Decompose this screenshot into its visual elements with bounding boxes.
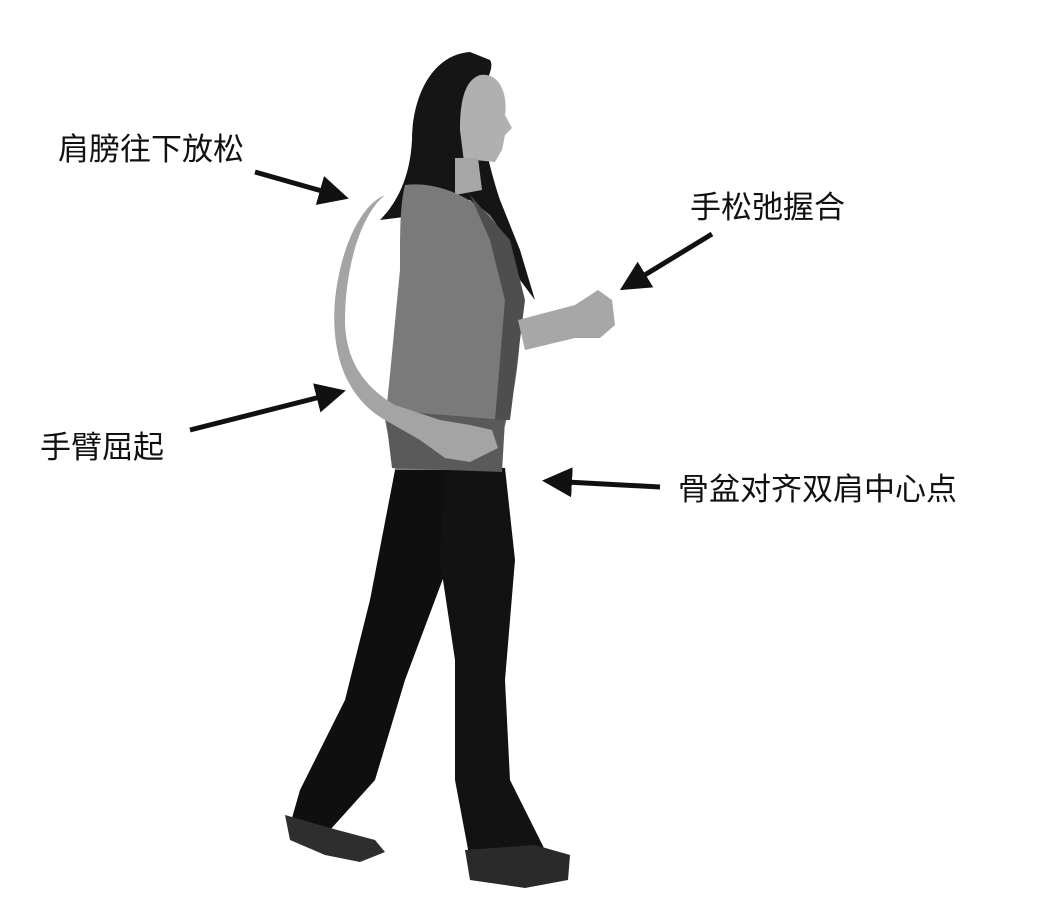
label-pelvis-aligned: 骨盆对齐双肩中心点 (678, 472, 957, 508)
arrow-arms (189, 383, 346, 433)
tank-top (385, 184, 521, 470)
label-hands-loosely-closed: 手松弛握合 (690, 190, 845, 226)
arrow-pelvis (542, 467, 661, 498)
neck (455, 158, 482, 195)
back-leg (290, 470, 455, 830)
face (460, 74, 512, 170)
back-shoe-icon (285, 815, 385, 862)
arrow-shoulders (254, 169, 349, 205)
near-arm (334, 195, 498, 462)
arrow-hands (619, 231, 714, 291)
front-shoe-icon (465, 845, 570, 888)
top-side-panel (470, 195, 525, 420)
front-leg (440, 465, 545, 870)
label-arms-bent: 手臂屈起 (40, 430, 164, 466)
far-arm (518, 290, 615, 350)
label-shoulders-relaxed: 肩膀往下放松 (58, 132, 244, 168)
